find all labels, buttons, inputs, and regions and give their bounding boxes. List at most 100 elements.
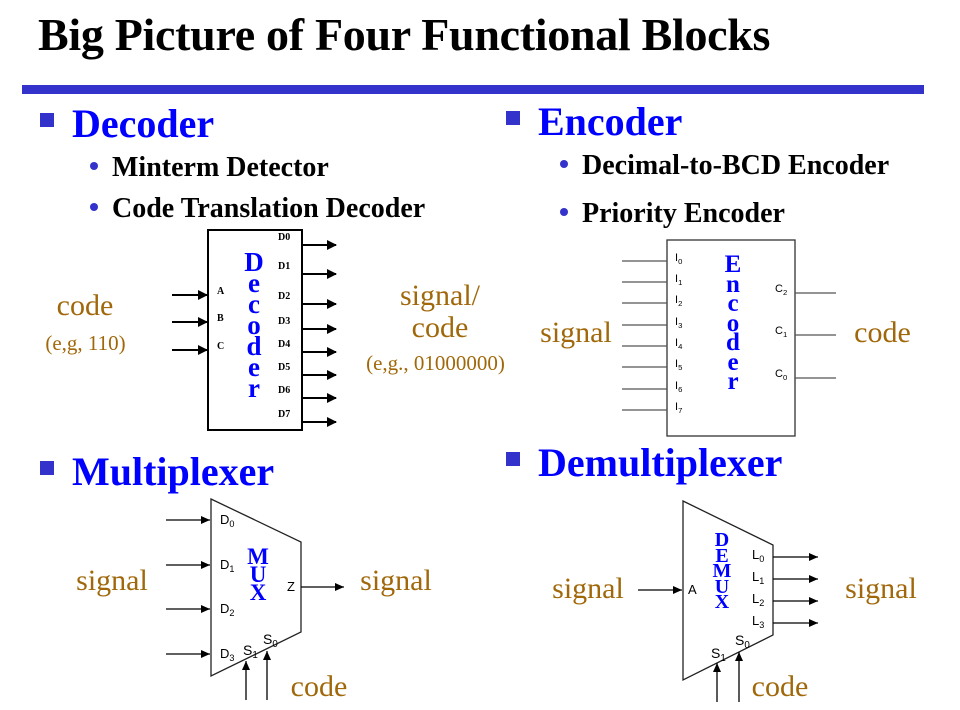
decoder-letter: D [244,247,264,277]
decoder-letter: o [247,310,261,341]
decoder-output-label-2: code [411,311,469,344]
square-bullet-icon [506,451,520,466]
decoder-bullet: Minterm Detector [90,154,329,182]
bullet-text: Decimal-to-BCD Encoder [582,150,890,181]
decoder-input-label: code [56,289,114,322]
demux-input-label: signal [552,572,624,605]
decoder-output-pin-label: D1 [278,261,291,272]
demux-output-pin-label: L0 [752,547,765,564]
bullet-text: Priority Encoder [582,198,785,229]
encoder-letter: e [727,348,739,376]
decoder-heading: Decoder [40,104,214,144]
decoder-output-pin-label: D5 [278,362,291,373]
decoder-letter: r [248,373,260,404]
encoder-letter: o [726,309,740,337]
decoder-letter: c [248,289,260,320]
encoder-input-label: signal [540,316,612,349]
square-bullet-icon [506,110,520,125]
demux-letter: X [714,591,730,614]
decoder-input-pin-label: B [217,313,224,324]
demultiplexer-heading-text: Demultiplexer [538,440,783,485]
round-bullet-icon [90,161,98,170]
round-bullet-icon [90,202,98,211]
decoder-letter: d [246,331,262,362]
encoder-input-pin-label: I6 [675,380,683,394]
demux-block [682,499,774,682]
demux-select-pin-label: S1 [711,645,726,664]
encoder-input-pin-label: I0 [675,252,683,266]
demux-letter: M [712,560,732,583]
mux-output-pin-label: Z [287,579,295,594]
decoder-output-pin-label: D6 [278,385,291,396]
mux-input-pin-label: D2 [220,601,235,618]
square-bullet-icon [40,460,54,475]
decoder-output-pin-label: D3 [278,316,291,327]
mux-letter: X [249,579,267,605]
mux-letter: M [247,544,269,569]
square-bullet-icon [40,112,54,127]
mux-block [210,497,302,678]
demux-output-pin-label: L2 [752,591,765,608]
decoder-output-example: (e,g., 01000000) [366,351,505,375]
decoder-output-pin-label: D7 [278,409,291,420]
mux-input-pin-label: D0 [220,512,235,529]
decoder-input-pin-label: A [217,286,225,297]
encoder-input-pin-label: I4 [675,337,683,351]
demux-input-pin-label: A [688,582,697,597]
encoder-input-pin-label: I2 [675,294,683,308]
encoder-input-pin-label: I7 [675,401,683,415]
mux-select-label: code [290,670,348,703]
mux-input-label: signal [76,564,148,597]
encoder-output-pin-label: C1 [775,325,788,339]
encoder-bullet: Decimal-to-BCD Encoder [560,152,889,180]
encoder-heading-text: Encoder [538,99,683,144]
round-bullet-icon [560,207,568,216]
decoder-input-example: (e,g, 110) [45,331,126,355]
decoder-output-pin-label: D0 [278,232,291,243]
encoder-output-pin-label: C0 [775,368,788,382]
mux-select-pin-label: S0 [263,631,278,650]
decoder-input-pin-label: C [217,341,225,352]
demux-select-label: code [751,670,809,703]
demux-letter: E [715,544,729,567]
encoder-input-pin-label: I5 [675,358,683,372]
encoder-input-pin-label: I1 [675,273,683,287]
decoder-output-pin-label: D2 [278,291,291,302]
decoder-output-pin-label: D4 [278,339,291,350]
demux-output-pin-label: L3 [752,613,765,630]
decoder-letter: e [248,352,260,383]
multiplexer-heading-text: Multiplexer [72,449,275,494]
demux-output-pin-label: L1 [752,569,765,586]
mux-select-pin-label: S1 [243,642,258,661]
encoder-letter: d [726,329,740,356]
mux-output-label: signal [360,564,432,597]
title-underline [22,85,924,94]
encoder-heading: Encoder [506,102,682,142]
encoder-letter: r [727,368,739,395]
bullet-text: Minterm Detector [112,152,329,183]
mux-input-pin-label: D1 [220,557,235,574]
slide-title: Big Picture of Four Functional Blocks [38,9,771,60]
encoder-output-label: code [854,316,911,349]
multiplexer-heading: Multiplexer [40,452,274,492]
demux-letter: U [714,575,730,598]
bullet-text: Code Translation Decoder [112,193,426,224]
round-bullet-icon [560,159,568,168]
demultiplexer-heading: Demultiplexer [506,443,782,483]
mux-letter: U [249,561,267,587]
encoder-letter: E [724,251,742,278]
decoder-heading-text: Decoder [72,101,215,146]
demux-letter: D [714,529,730,551]
encoder-letter: n [726,270,740,298]
encoder-input-pin-label: I3 [675,316,683,330]
decoder-bullet: Code Translation Decoder [90,195,425,223]
demux-output-label: signal [845,572,917,605]
encoder-output-pin-label: C2 [775,283,788,297]
demux-select-pin-label: S0 [735,632,750,651]
encoder-block [666,239,796,437]
decoder-output-label: signal/ [400,279,480,312]
mux-input-pin-label: D3 [220,646,235,663]
